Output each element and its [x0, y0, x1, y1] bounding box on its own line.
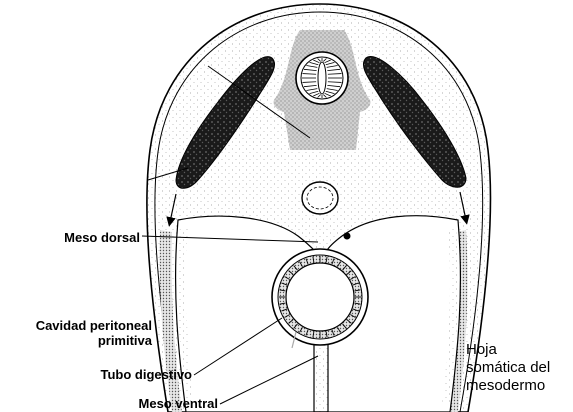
dorsal-dot	[344, 233, 351, 240]
label-hoja-line2: somática del	[466, 359, 570, 377]
label-cavidad-line1: Cavidad peritoneal	[6, 318, 152, 333]
label-cavidad-peritoneal: Cavidad peritoneal primitiva	[6, 318, 152, 348]
dorsal-aorta	[302, 182, 338, 214]
label-hoja-line1: Hoja	[466, 341, 570, 359]
neural-tube	[296, 52, 348, 104]
label-hoja-line3: mesodermo	[466, 377, 570, 395]
label-tubo-digestivo: Tubo digestivo	[74, 367, 192, 382]
label-meso-dorsal: Meso dorsal	[40, 230, 140, 245]
label-meso-ventral: Meso ventral	[112, 396, 218, 411]
gut-tube	[272, 249, 368, 345]
label-cavidad-line2: primitiva	[6, 333, 152, 348]
label-hoja-somatica: Hoja somática del mesodermo	[466, 341, 570, 395]
